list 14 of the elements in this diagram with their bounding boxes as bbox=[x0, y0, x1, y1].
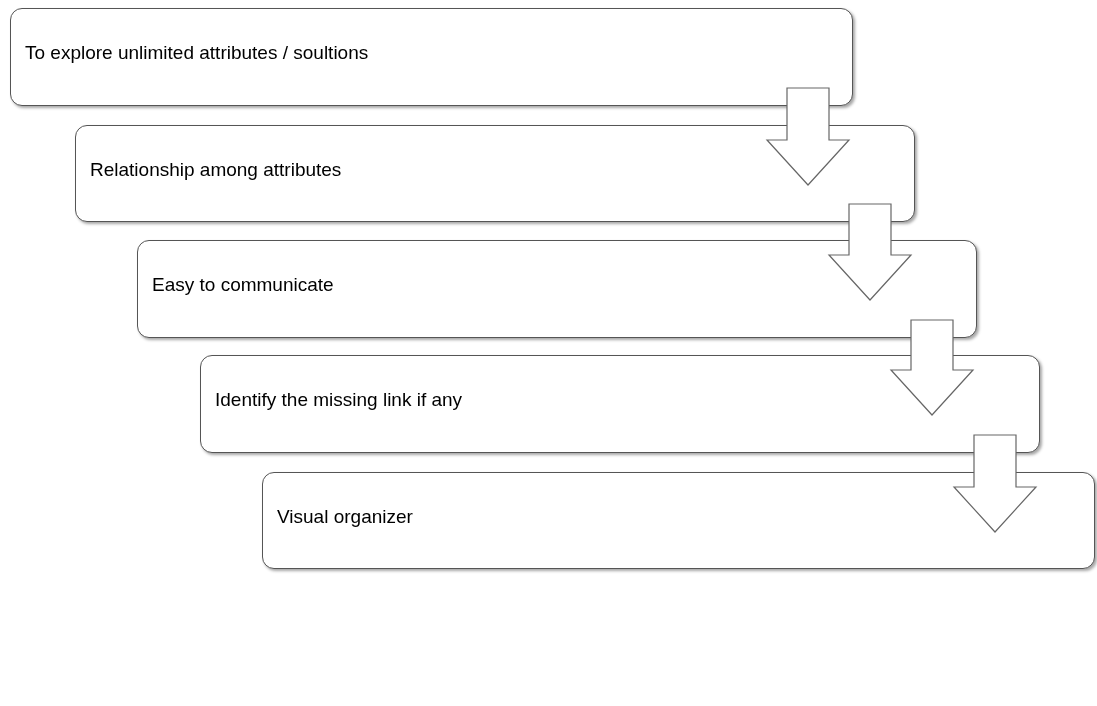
process-box bbox=[262, 472, 1095, 569]
box-label: Easy to communicate bbox=[152, 273, 334, 297]
block-arrow bbox=[765, 87, 851, 186]
box-label: Identify the missing link if any bbox=[215, 388, 463, 412]
process-box bbox=[75, 125, 915, 222]
block-arrow bbox=[889, 319, 975, 416]
process-box bbox=[200, 355, 1040, 453]
block-arrow bbox=[827, 203, 913, 301]
block-arrow bbox=[952, 434, 1038, 533]
box-label: Relationship among attributes bbox=[90, 158, 342, 182]
box-label: To explore unlimited attributes / soultions bbox=[25, 41, 369, 65]
process-box bbox=[10, 8, 853, 106]
process-box bbox=[137, 240, 977, 338]
box-label: Visual organizer bbox=[277, 505, 413, 529]
